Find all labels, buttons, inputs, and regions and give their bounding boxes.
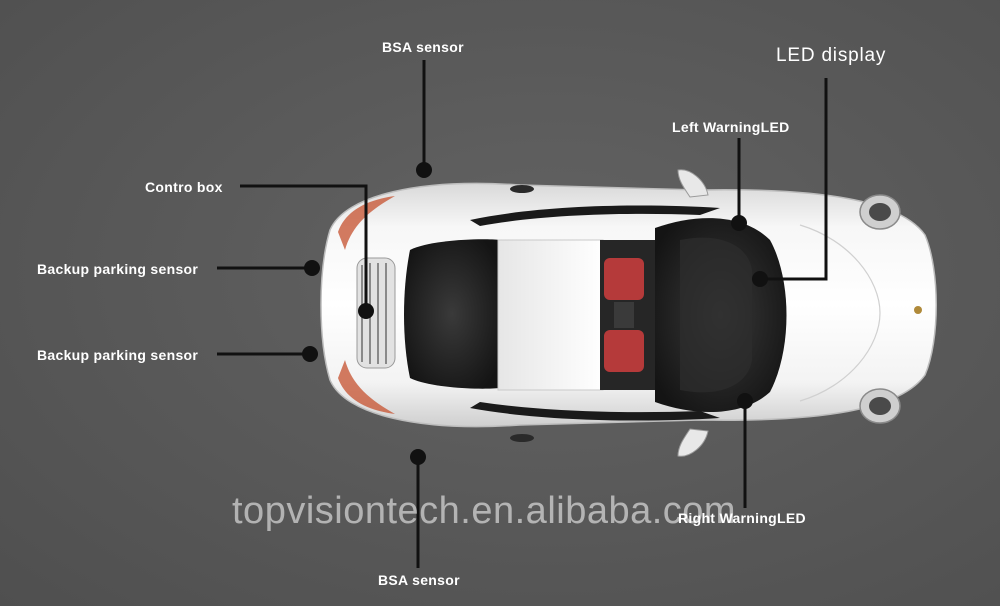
rear-window	[404, 239, 500, 388]
headlight-left	[860, 195, 900, 229]
hood-badge	[914, 306, 922, 314]
dot-bsa-top	[416, 162, 432, 178]
label-backup-parking-sensor-2: Backup parking sensor	[37, 347, 198, 363]
headlight-right	[860, 389, 900, 423]
dot-backup-2	[302, 346, 318, 362]
label-left-warning-led: Left WarningLED	[672, 119, 790, 135]
dot-control-box	[358, 303, 374, 319]
dot-led-display	[752, 271, 768, 287]
roof-panel	[498, 240, 603, 390]
label-bsa-sensor-bottom: BSA sensor	[378, 572, 460, 588]
label-control-box: Contro box	[145, 179, 223, 195]
watermark-text: topvisiontech.en.alibaba.com	[232, 490, 736, 533]
label-backup-parking-sensor-1: Backup parking sensor	[37, 261, 198, 277]
label-bsa-sensor-top: BSA sensor	[382, 39, 464, 55]
car-body	[321, 170, 936, 456]
car-interior	[600, 240, 658, 390]
dot-left-warning	[731, 215, 747, 231]
mirror-right	[678, 429, 708, 456]
dot-backup-1	[304, 260, 320, 276]
label-led-display: LED display	[776, 45, 886, 67]
dot-right-warning	[737, 393, 753, 409]
dot-bsa-bottom	[410, 449, 426, 465]
